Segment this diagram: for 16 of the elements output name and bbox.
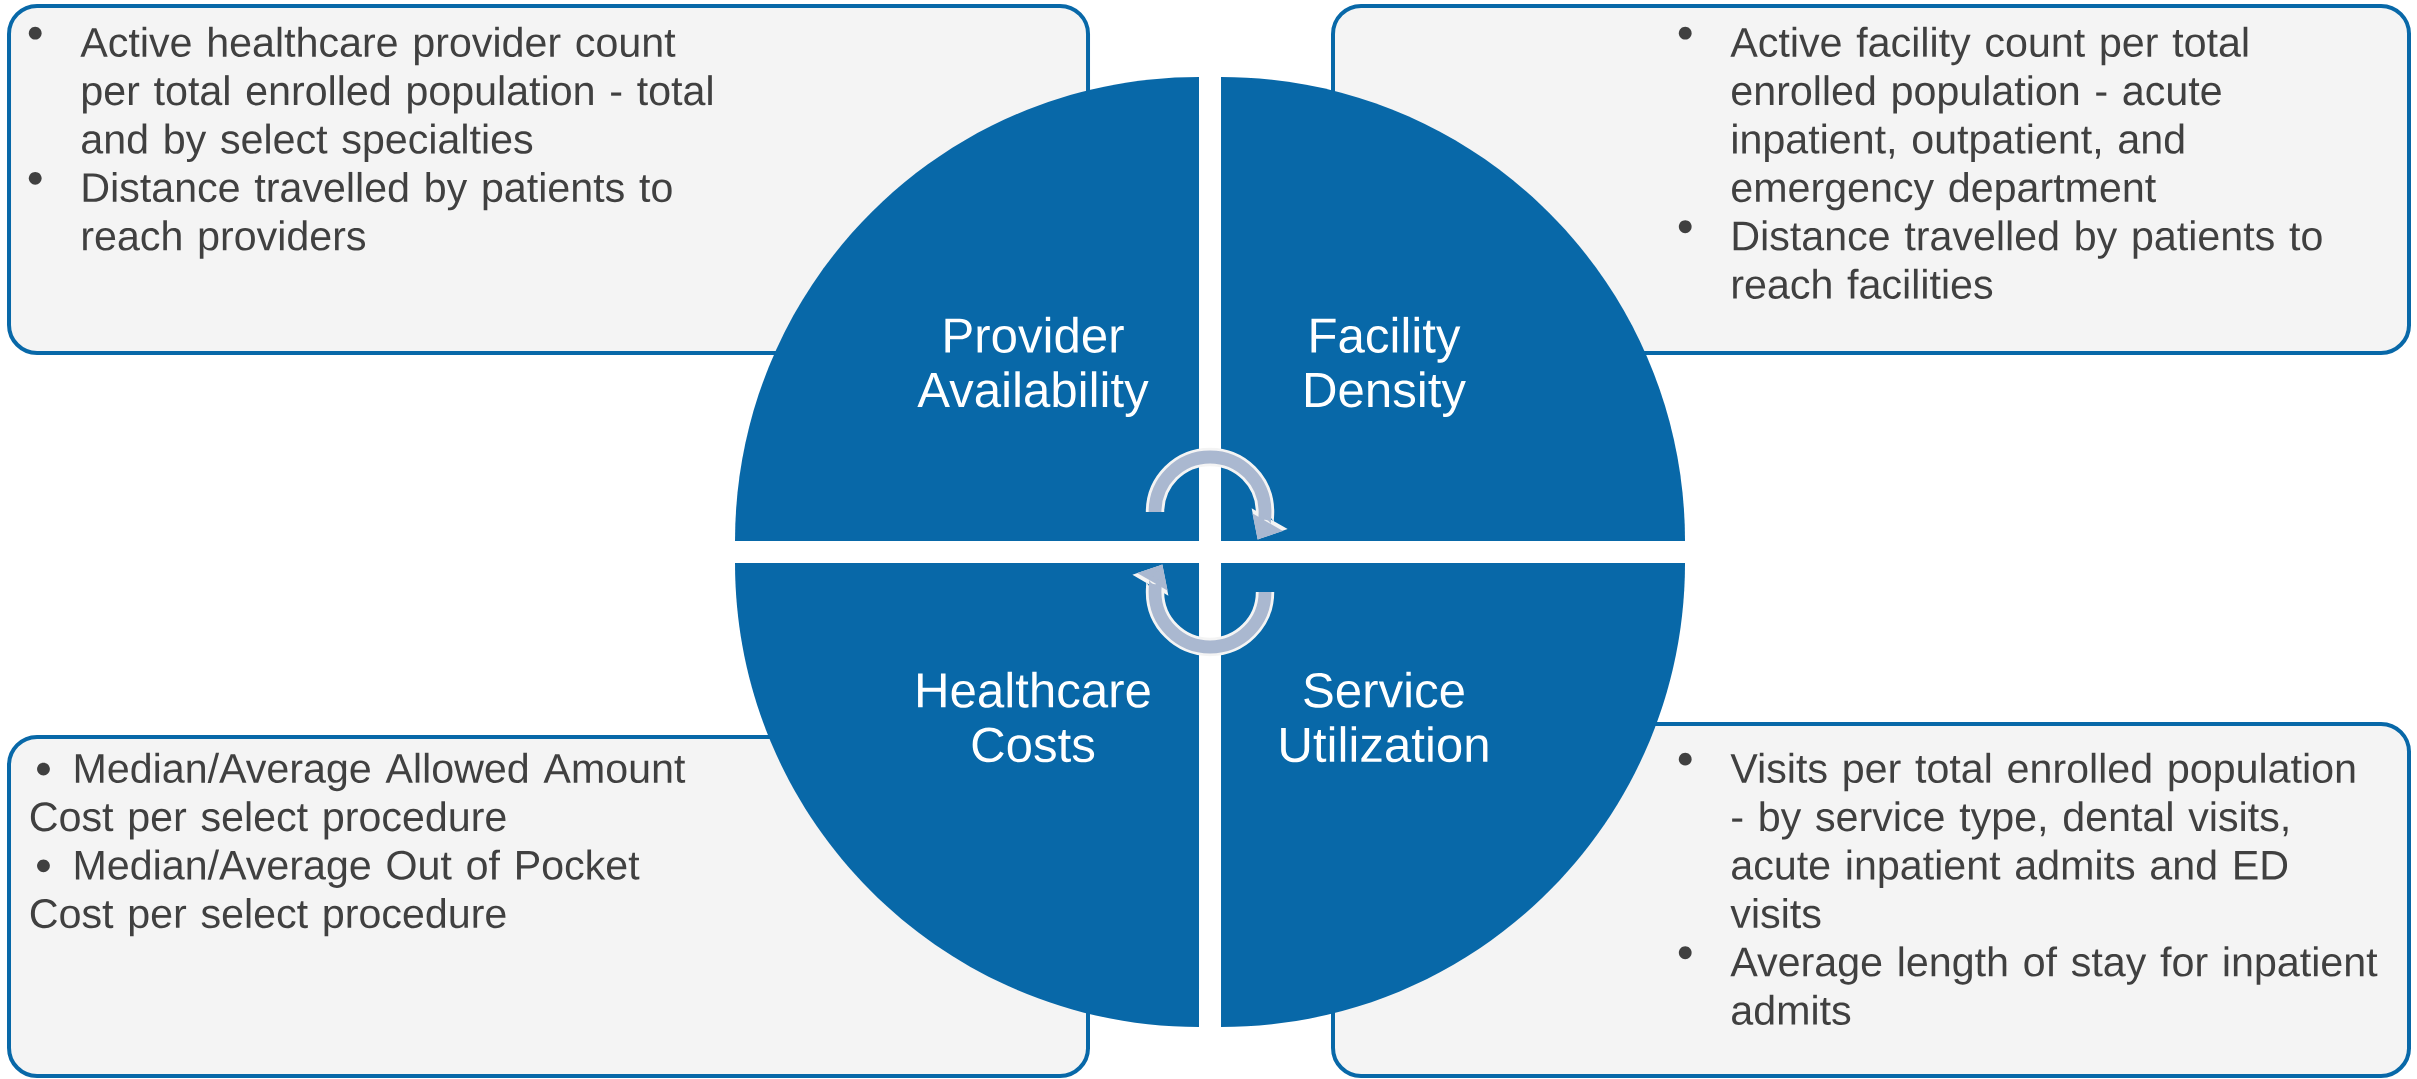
- quadrant-label: Facility Density: [1306, 316, 1466, 418]
- quadrant-label: Service Utilization: [1281, 671, 1488, 763]
- bullet-list: Active healthcare provider count per total enrolled population - total and by select specialties Distance travelled by patients to reach providers: [28, 26, 712, 259]
- node-label: Visits per total enrolled population - by service type, dental visits, acute inpatient admits and ED visits: [1730, 752, 2355, 929]
- node-label: Median/Average Out of Pocket Cost per select procedure: [30, 849, 640, 937]
- node-label: Distance travelled by patients to reach providers: [83, 171, 672, 259]
- bullet-list: Median/Average Allowed Amount Cost per select procedure Median/Average Out of Pocket Cost per select procedure: [30, 752, 686, 937]
- quadrant-label: Healthcare Costs: [918, 671, 1150, 763]
- node-label: Median/Average Allowed Amount Cost per select procedure: [30, 752, 686, 840]
- node-label: Distance travelled by patients to reach facilities: [1733, 220, 2322, 299]
- node-label: Average length of stay for inpatient admits: [1730, 946, 2378, 1025]
- quadrant-label: Provider Availability: [917, 316, 1149, 418]
- bullet-list: Active facility count per total enrolled population - acute inpatient, outpatient, and emergency department Distance travelled by patients to reach facilities: [1678, 26, 2322, 299]
- node-label: Active healthcare provider count per total enrolled population - total and by select specialties: [80, 26, 712, 162]
- node-label: Active facility count per total enrolled population - acute inpatient, outpatient, and emergency department: [1730, 26, 2248, 211]
- bullet-list: Visits per total enrolled population - by service type, dental visits, acute inpatient admits and ED visits Average length of stay for inpatient admits: [1678, 752, 2378, 1025]
